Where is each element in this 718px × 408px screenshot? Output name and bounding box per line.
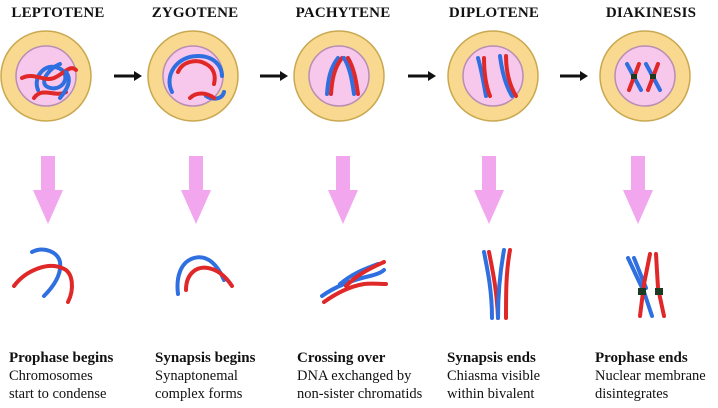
down-arrow-icon <box>33 156 63 224</box>
arrow-icon <box>260 71 288 81</box>
pachytene-chromosomes <box>325 56 360 96</box>
arrow-icon <box>114 71 142 81</box>
down-arrow-icon <box>181 156 211 224</box>
caption-title: Synapsis ends <box>447 350 536 366</box>
caption-pachytene: Crossing over DNA exchanged by non-siste… <box>297 349 447 403</box>
cell-pachytene <box>293 30 385 122</box>
caption-line: Synaptonemal <box>155 368 238 384</box>
down-arrow-icon <box>474 156 504 224</box>
caption-line: disintegrates <box>595 386 669 402</box>
down-arrow-icon <box>623 156 653 224</box>
caption-line: Chromosomes <box>9 368 93 384</box>
pachytene-detail <box>320 260 388 304</box>
diplotene-detail <box>482 248 512 320</box>
zygotene-detail <box>175 255 234 296</box>
diakinesis-detail <box>626 252 666 318</box>
leptotene-detail <box>12 247 74 304</box>
diakinesis-chromosomes <box>625 62 662 92</box>
caption-line: Chiasma visible <box>447 368 541 384</box>
arrow-icon <box>408 71 436 81</box>
stage-title-diplotene: DIPLOTENE <box>449 5 539 21</box>
progression-arrows <box>114 71 588 81</box>
cell-zygotene <box>147 30 239 122</box>
caption-line: complex forms <box>155 386 243 402</box>
caption-title: Prophase ends <box>595 350 688 366</box>
caption-diakinesis: Prophase ends Nuclear membrane disintegr… <box>595 349 717 403</box>
caption-leptotene: Prophase begins Chromosomes start to con… <box>9 349 149 403</box>
caption-line: start to condense <box>9 386 107 402</box>
stage-title-pachytene: PACHYTENE <box>296 5 391 21</box>
detail-arrows <box>33 156 653 224</box>
leptotene-chromosomes <box>20 62 78 100</box>
stage-title-diakinesis: DIAKINESIS <box>606 5 696 21</box>
caption-line: DNA exchanged by <box>297 368 412 384</box>
caption-zygotene: Synapsis begins Synaptonemal complex for… <box>155 349 295 403</box>
caption-title: Crossing over <box>297 350 386 366</box>
caption-line: within bivalent <box>447 386 535 402</box>
caption-diplotene: Synapsis ends Chiasma visible within biv… <box>447 349 587 403</box>
arrow-icon <box>560 71 588 81</box>
cell-diakinesis <box>599 30 691 122</box>
caption-title: Prophase begins <box>9 350 114 366</box>
caption-line: non-sister chromatids <box>297 386 423 402</box>
cell-diplotene <box>447 30 539 122</box>
caption-title: Synapsis begins <box>155 350 256 366</box>
diplotene-chromosomes <box>476 54 518 98</box>
zygotene-chromosomes <box>167 53 226 101</box>
down-arrow-icon <box>328 156 358 224</box>
caption-line: Nuclear membrane <box>595 368 706 384</box>
stage-title-leptotene: LEPTOTENE <box>11 5 104 21</box>
stage-title-zygotene: ZYGOTENE <box>152 5 239 21</box>
